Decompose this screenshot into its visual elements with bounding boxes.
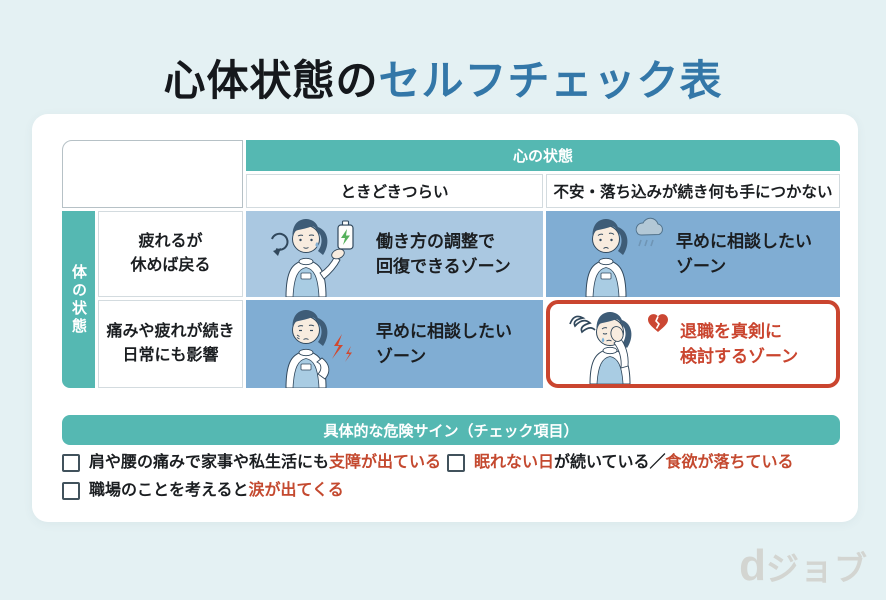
- zone-cell-consult-early-bottom: 早めに相談したい ゾーン: [246, 300, 543, 388]
- zone-label: 退職を真剣に 検討するゾーン: [680, 321, 799, 367]
- body-state-axis-header: 体の状態: [62, 211, 95, 388]
- mind-state-column-1-header: ときどきつらい: [246, 174, 543, 208]
- djob-logo: dジョブ: [739, 541, 868, 590]
- checkbox[interactable]: [447, 454, 465, 472]
- page-title-highlight: セルフチェック表: [378, 57, 723, 105]
- zone-cell-recover: 働き方の調整で 回復できるゾーン: [246, 211, 543, 297]
- zone-label: 早めに相談したい ゾーン: [376, 321, 512, 367]
- check-item-tears: 職場のことを考えると涙が出てくる: [62, 480, 344, 502]
- worker-crying-broken-heart-icon: [569, 312, 668, 384]
- body-state-row-2-header: 痛みや疲れが続き 日常にも影響: [98, 300, 243, 388]
- worker-back-pain-icon: [285, 310, 352, 388]
- zone-cell-consider-resigning: 退職を真剣に 検討するゾーン: [546, 300, 840, 388]
- zone-label: 早めに相談したい ゾーン: [676, 231, 812, 277]
- check-item-pain: 肩や腰の痛みで家事や私生活にも支障が出ている: [62, 452, 441, 474]
- worker-sad-rain-cloud-icon: [585, 217, 663, 297]
- checkbox[interactable]: [62, 454, 80, 472]
- page-title-prefix: 心体状態の: [163, 57, 379, 105]
- body-state-row-1-header: 疲れるが 休めば戻る: [98, 211, 243, 297]
- selfcheck-card: 心の状態 ときどきつらい 不安・落ち込みが続き何も手につかない 体の状態 疲れる…: [32, 114, 858, 522]
- check-item-sleep-appetite: 眠れない日が続いている／食欲が落ちている: [447, 452, 794, 474]
- selfcheck-matrix: 心の状態 ときどきつらい 不安・落ち込みが続き何も手につかない 体の状態 疲れる…: [62, 140, 840, 388]
- zone-label: 働き方の調整で 回復できるゾーン: [376, 231, 511, 277]
- danger-signs-checklist: 肩や腰の痛みで家事や私生活にも支障が出ている 眠れない日が続いている／食欲が落ち…: [62, 452, 840, 508]
- matrix-corner-cell: [62, 140, 243, 208]
- page-title: 心体状態のセルフチェック表: [0, 52, 886, 111]
- mind-state-axis-header: 心の状態: [246, 140, 840, 171]
- danger-signs-banner: 具体的な危険サイン（チェック項目）: [62, 415, 840, 445]
- checkbox[interactable]: [62, 482, 80, 500]
- mind-state-column-2-header: 不安・落ち込みが続き何も手につかない: [546, 174, 840, 208]
- zone-cell-consult-early-top: 早めに相談したい ゾーン: [546, 211, 840, 297]
- worker-tired-with-battery-icon: [271, 219, 354, 297]
